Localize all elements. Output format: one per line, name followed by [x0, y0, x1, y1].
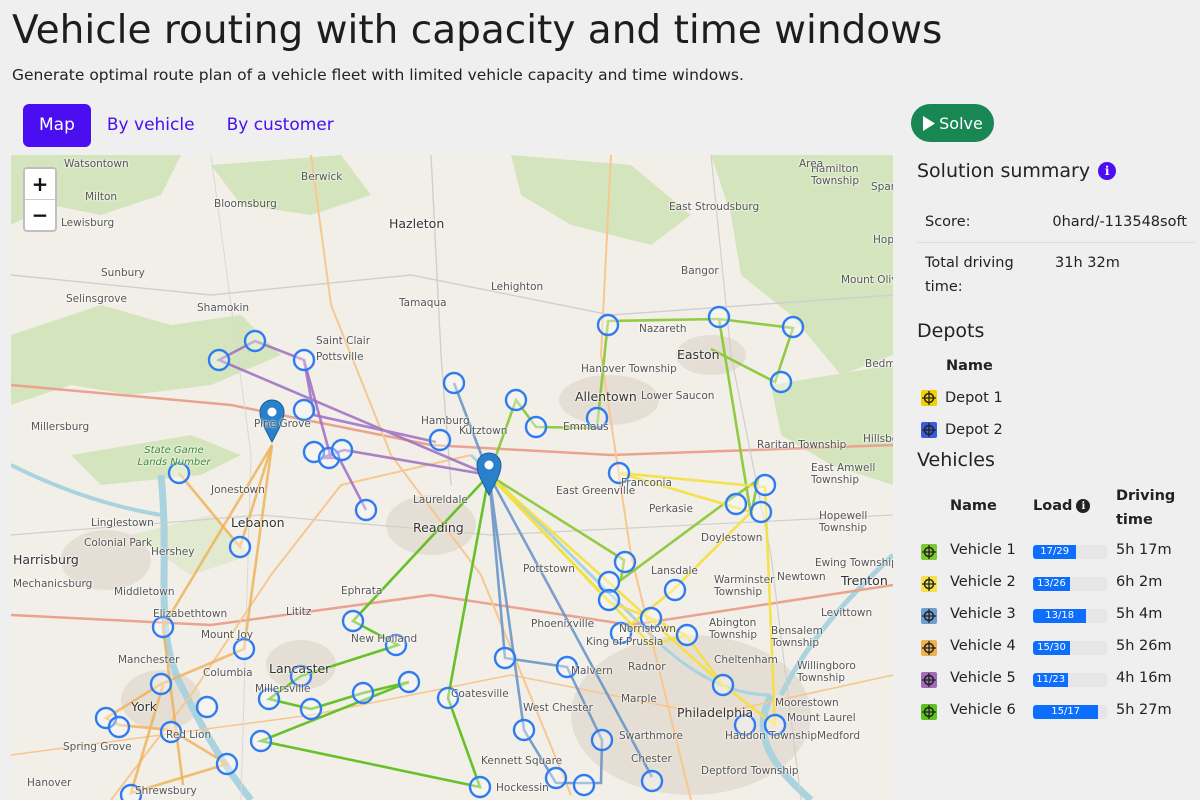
vehicle-load-fill: 15/17 — [1033, 705, 1099, 719]
vehicle-load-fill: 17/29 — [1033, 545, 1077, 559]
vehicle-driving-time: 6h 2m — [1116, 574, 1163, 590]
vehicle-load-fill: 13/18 — [1033, 609, 1087, 623]
zoom-in-button[interactable]: + — [31, 172, 49, 196]
vehicle-driving-time: 5h 27m — [1116, 702, 1172, 718]
score-row: Score: 0hard/-113548soft — [917, 202, 1195, 242]
vehicles-time-header: Driving time — [1116, 488, 1176, 528]
vehicle-driving-time: 5h 17m — [1116, 542, 1172, 558]
driving-time-label: Total driving time: — [925, 255, 1014, 295]
solve-label: Solve — [939, 113, 983, 133]
solution-summary-heading: Solution summary i — [917, 160, 1197, 182]
summary-table: Score: 0hard/-113548soft Total driving t… — [917, 202, 1195, 307]
view-tabs: Map By vehicle By customer — [23, 104, 350, 147]
map-urban — [61, 335, 811, 795]
vehicle-driving-time: 5h 4m — [1116, 606, 1163, 622]
load-header-label: Load — [1033, 498, 1073, 514]
depot-1-marker-icon — [476, 452, 502, 497]
route-vehicle-2 — [488, 471, 777, 728]
vehicle-icon — [921, 672, 937, 688]
side-panel: Solution summary i Score: 0hard/-113548s… — [917, 160, 1197, 720]
play-icon — [923, 115, 936, 131]
driving-time-row: Total driving time: 31h 32m — [917, 242, 1195, 307]
vehicle-row: Vehicle 3 13/18 5h 4m — [921, 604, 1197, 628]
info-icon[interactable]: i — [1098, 162, 1117, 180]
depot-2-icon — [921, 422, 937, 438]
vehicle-load-fill: 15/30 — [1033, 641, 1070, 655]
vehicle-name: Vehicle 3 — [950, 606, 1016, 622]
vehicle-row: Vehicle 2 13/26 6h 2m — [921, 572, 1197, 596]
info-icon[interactable]: i — [1076, 499, 1091, 513]
route-vehicle-4 — [103, 444, 274, 795]
vehicle-icon — [921, 704, 937, 720]
score-value: 0hard/-113548soft — [1052, 214, 1187, 230]
vehicle-load-bar: 15/17 — [1033, 705, 1107, 719]
vehicle-icon — [921, 544, 937, 560]
vehicle-driving-time: 5h 26m — [1116, 638, 1172, 654]
map-canvas — [11, 155, 893, 800]
score-label: Score: — [925, 214, 971, 230]
vehicle-load-bar: 11/23 — [1033, 673, 1107, 687]
vehicles-load-header: Load i — [1033, 498, 1091, 514]
depots-heading: Depots — [917, 320, 985, 342]
depot-name: Depot 2 — [945, 422, 1003, 438]
depot-name: Depot 1 — [945, 390, 1003, 406]
driving-time-value: 31h 32m — [1055, 255, 1120, 271]
depot-2-marker-icon — [259, 399, 285, 444]
vehicle-name: Vehicle 6 — [950, 702, 1016, 718]
route-vehicle-6 — [256, 474, 491, 789]
vehicle-load-bar: 17/29 — [1033, 545, 1107, 559]
tab-map[interactable]: Map — [23, 104, 91, 147]
zoom-control: + − — [23, 167, 57, 232]
vehicle-icon — [921, 576, 937, 592]
route-map[interactable]: Watsontown Milton Lewisburg Berwick Bloo… — [11, 155, 893, 800]
vehicle-load-fill: 13/26 — [1033, 577, 1070, 591]
vehicle-load-bar: 13/18 — [1033, 609, 1107, 623]
tab-by-customer[interactable]: By customer — [226, 115, 334, 135]
vehicle-icon — [921, 608, 937, 624]
vehicle-name: Vehicle 4 — [950, 638, 1016, 654]
vehicle-driving-time: 4h 16m — [1116, 670, 1172, 686]
vehicle-row: Vehicle 5 11/23 4h 16m — [921, 668, 1197, 692]
page-subtitle: Generate optimal route plan of a vehicle… — [12, 66, 744, 84]
zoom-out-button[interactable]: − — [25, 199, 55, 230]
vehicle-name: Vehicle 5 — [950, 670, 1016, 686]
page-title: Vehicle routing with capacity and time w… — [12, 8, 943, 53]
depot-row: Depot 1 — [921, 390, 1003, 406]
vehicle-load-bar: 13/26 — [1033, 577, 1107, 591]
vehicle-row: Vehicle 1 17/29 5h 17m — [921, 540, 1197, 564]
depot-row: Depot 2 — [921, 422, 1003, 438]
vehicles-heading: Vehicles — [917, 449, 995, 471]
depot-1-icon — [921, 390, 937, 406]
vehicle-load-fill: 11/23 — [1033, 673, 1069, 687]
map-roads — [11, 155, 893, 800]
vehicle-row: Vehicle 6 15/17 5h 27m — [921, 700, 1197, 724]
solve-button[interactable]: Solve — [911, 104, 994, 142]
vehicle-name: Vehicle 1 — [950, 542, 1016, 558]
depots-name-header: Name — [946, 358, 993, 374]
vehicle-name: Vehicle 2 — [950, 574, 1016, 590]
route-vehicle-3 — [452, 382, 654, 785]
vehicles-name-header: Name — [950, 498, 997, 514]
tab-by-vehicle[interactable]: By vehicle — [106, 115, 195, 135]
solution-summary-title: Solution summary — [917, 160, 1091, 182]
vehicle-icon — [921, 640, 937, 656]
customer-markers — [94, 305, 805, 800]
vehicle-load-bar: 15/30 — [1033, 641, 1107, 655]
vehicle-row: Vehicle 4 15/30 5h 26m — [921, 636, 1197, 660]
